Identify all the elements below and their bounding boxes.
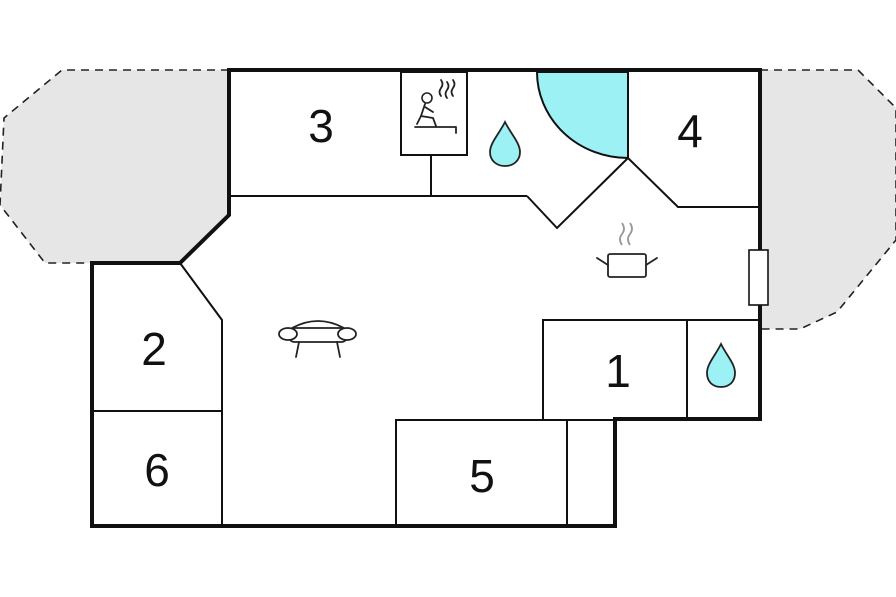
outer-wall xyxy=(90,68,762,528)
sauna-icon xyxy=(414,79,457,134)
room-number-3: 3 xyxy=(308,100,334,152)
inner-walls xyxy=(92,71,760,526)
terrace-left xyxy=(0,69,230,264)
whirlpool-icon xyxy=(535,71,629,160)
house-floor xyxy=(92,70,760,526)
terrace-right xyxy=(759,69,896,330)
room-number-1: 1 xyxy=(605,345,631,397)
sofa-icon xyxy=(278,320,357,358)
water-drop-icon xyxy=(706,341,736,388)
room-number-6: 6 xyxy=(144,444,170,496)
cooking-pot-icon xyxy=(596,222,658,278)
room-number-4: 4 xyxy=(677,105,703,157)
radiator-icon xyxy=(748,249,769,306)
water-drop-icon xyxy=(489,119,521,167)
room-number-2: 2 xyxy=(141,323,167,375)
room-number-5: 5 xyxy=(469,450,495,502)
